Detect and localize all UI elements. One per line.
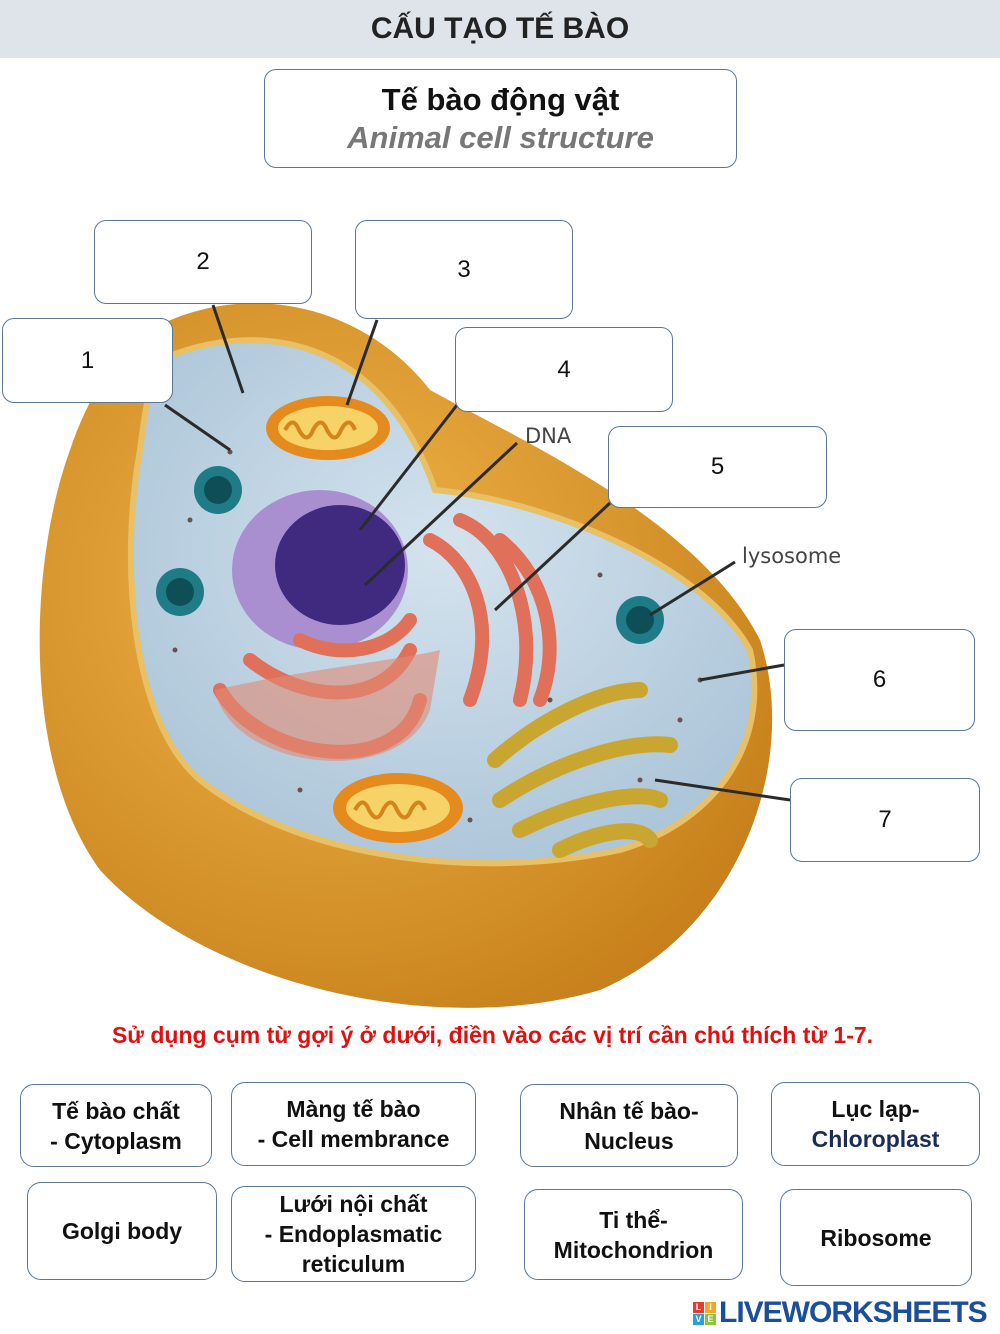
answer-box-5[interactable]: 5: [608, 426, 827, 508]
golgi-body: [487, 682, 678, 858]
word-line: Ribosome: [820, 1224, 932, 1251]
logo-letter: L: [693, 1301, 704, 1313]
title-english: Animal cell structure: [347, 120, 654, 155]
word-line: Lục lạp-: [831, 1096, 920, 1122]
lysosome-label: lysosome: [742, 544, 841, 568]
word-line: - Endoplasmatic: [264, 1221, 443, 1247]
word-line: Màng tế bào: [286, 1096, 421, 1122]
word-mitochondrion[interactable]: Ti thể- Mitochondrion: [524, 1189, 743, 1280]
logo-letter: V: [693, 1313, 704, 1325]
lysosomes: [156, 466, 664, 644]
nucleus: [232, 490, 408, 650]
word-line: Nhân tế bào-: [559, 1097, 699, 1124]
word-endoplasmic-reticulum[interactable]: Lưới nội chất - Endoplasmatic reticulum: [231, 1186, 476, 1282]
answer-box-7[interactable]: 7: [790, 778, 980, 862]
answer-box-2[interactable]: 2: [94, 220, 312, 304]
worksheet-header: CẤU TẠO TẾ BÀO: [0, 0, 1000, 58]
word-line: Golgi body: [61, 1218, 183, 1244]
title-box: Tế bào động vật Animal cell structure: [264, 69, 737, 168]
answer-box-6[interactable]: 6: [784, 629, 975, 731]
liveworksheets-logo[interactable]: L I V E LIVEWORKSHEETS: [693, 1296, 988, 1330]
ribosome-dots: [172, 437, 703, 823]
word-line: Nucleus: [584, 1127, 674, 1154]
leader-lines: [164, 304, 791, 802]
word-line: Ti thể-: [599, 1206, 668, 1233]
word-ribosome[interactable]: Ribosome: [780, 1189, 972, 1286]
title-vietnamese: Tế bào động vật: [381, 82, 620, 117]
word-chloroplast[interactable]: Lục lạp- Chloroplast: [771, 1082, 980, 1166]
word-cell-membrane[interactable]: Màng tế bào - Cell membrance: [231, 1082, 476, 1166]
word-line: Lưới nội chất: [279, 1191, 428, 1217]
word-golgi-body[interactable]: Golgi body: [27, 1182, 217, 1280]
word-line: Mitochondrion: [553, 1236, 714, 1263]
answer-box-3[interactable]: 3: [355, 220, 573, 319]
answer-box-1[interactable]: 1: [2, 318, 173, 403]
answer-box-4[interactable]: 4: [455, 327, 673, 412]
word-cytoplasm[interactable]: Tế bào chất - Cytoplasm: [20, 1084, 212, 1167]
instruction-text: Sử dụng cụm từ gợi ý ở dưới, điền vào cá…: [111, 1022, 874, 1048]
logo-text: LIVEWORKSHEETS: [719, 1296, 988, 1329]
word-line: - Cytoplasm: [50, 1127, 182, 1154]
word-line: Chloroplast: [811, 1126, 940, 1152]
word-nucleus[interactable]: Nhân tế bào- Nucleus: [520, 1084, 738, 1167]
logo-letter: I: [705, 1301, 716, 1313]
logo-mark-icon: L I V E: [693, 1301, 716, 1325]
logo-letter: E: [705, 1313, 716, 1325]
animal-cell-diagram: DNA lysosome: [39, 303, 841, 1008]
word-line: - Cell membrance: [257, 1126, 450, 1152]
word-line: reticulum: [301, 1251, 406, 1277]
word-line: Tế bào chất: [52, 1097, 180, 1124]
dna-label: DNA: [525, 424, 572, 448]
mitochondria: [266, 396, 463, 843]
